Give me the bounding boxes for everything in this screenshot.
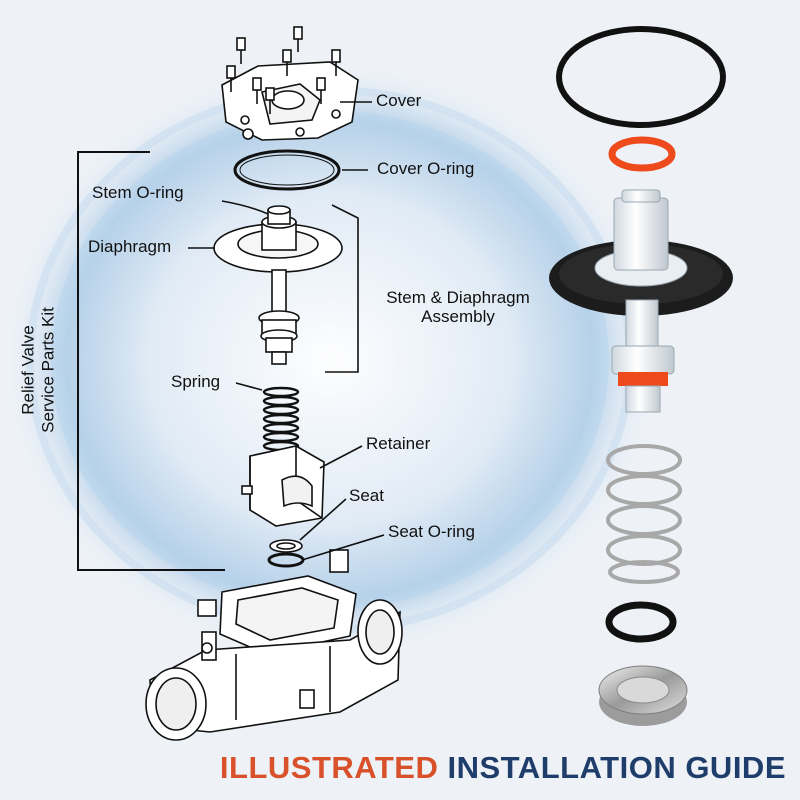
spring-drawing bbox=[262, 386, 300, 452]
stem-diaphragm-photo bbox=[549, 189, 733, 413]
red-oring-photo bbox=[608, 136, 676, 172]
label-seat: Seat bbox=[349, 486, 384, 505]
label-stem-assembly-line2: Assembly bbox=[421, 306, 495, 326]
label-cover-oring: Cover O-ring bbox=[377, 159, 475, 178]
label-stem-diaphragm-assembly: Stem & Diaphragm Assembly bbox=[368, 288, 548, 326]
spring-photo bbox=[606, 444, 682, 584]
seat-oring-photo bbox=[605, 601, 677, 643]
cover-drawing bbox=[221, 26, 359, 141]
title-word-illustrated: ILLUSTRATED bbox=[219, 750, 439, 785]
label-spring: Spring bbox=[171, 372, 221, 391]
leader-lines bbox=[188, 101, 385, 561]
valve-body-drawing bbox=[145, 549, 403, 741]
label-retainer: Retainer bbox=[366, 434, 431, 453]
label-diaphragm: Diaphragm bbox=[88, 237, 172, 256]
label-stem-assembly-line1: Stem & Diaphragm bbox=[386, 288, 530, 307]
label-seat-oring: Seat O-ring bbox=[388, 522, 475, 541]
label-kit-line2: Service Parts Kit bbox=[38, 307, 57, 433]
retainer-drawing bbox=[241, 445, 325, 527]
cover-bolts bbox=[226, 26, 341, 114]
label-stem-oring: Stem O-ring bbox=[92, 183, 184, 202]
label-cover: Cover bbox=[376, 91, 422, 110]
seat-photo bbox=[598, 665, 688, 726]
stem-diaphragm-drawing bbox=[213, 205, 343, 365]
installation-guide-title: ILLUSTRATED INSTALLATION GUIDE bbox=[0, 752, 786, 783]
seat-drawing bbox=[267, 539, 305, 568]
title-word-installation-guide: INSTALLATION GUIDE bbox=[447, 750, 786, 785]
label-kit-line1: Relief Valve bbox=[18, 325, 38, 415]
cover-oring-drawing bbox=[233, 149, 341, 191]
kit-bracket bbox=[77, 151, 225, 571]
large-oring-photo bbox=[556, 26, 726, 128]
